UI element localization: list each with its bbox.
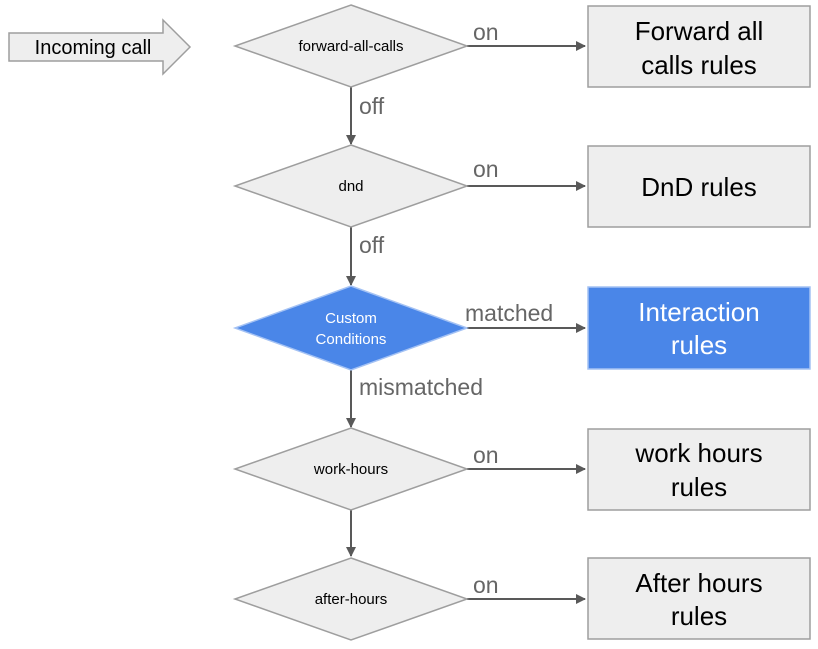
decision-label: work-hours (313, 461, 388, 478)
edge-label-after-on: on (473, 572, 499, 598)
edge-label-custom-mismatched: mismatched (359, 374, 483, 400)
decision-diamond (232, 144, 470, 228)
outcome-work-hours-rules: work hours rules (587, 428, 811, 511)
edge-labels: on off on off matched mismatched on on (359, 19, 553, 598)
decision-label-line-2: Conditions (316, 331, 387, 348)
edge-label-dnd-on: on (473, 156, 499, 182)
outcome-label-line-2: rules (671, 601, 727, 631)
decision-diamond (232, 4, 470, 88)
outcome-label: DnD rules (641, 172, 757, 202)
edge-label-custom-matched: matched (465, 300, 553, 326)
decision-after-hours: after-hours (232, 557, 470, 641)
decision-forward-all-calls: forward-all-calls (232, 4, 470, 88)
connectors (346, 41, 586, 604)
outcome-label-line-1: Interaction (638, 297, 759, 327)
decision-diamond (232, 557, 470, 641)
outcome-box (587, 557, 811, 640)
edge-label-forward-off: off (359, 93, 385, 119)
start-node: Incoming call (8, 18, 192, 76)
outcome-label-line-2: rules (671, 330, 727, 360)
decision-label-line-1: Custom (325, 310, 377, 327)
edge-label-forward-on: on (473, 19, 499, 45)
decision-label: after-hours (315, 591, 388, 608)
start-label: Incoming call (35, 37, 152, 59)
start-arrow-shape (8, 18, 192, 76)
decision-diamond-highlighted (232, 285, 470, 371)
outcome-label-line-1: Forward all (635, 16, 764, 46)
decision-custom-conditions: Custom Conditions (232, 285, 470, 371)
edge-label-dnd-off: off (359, 232, 385, 258)
outcome-label-line-1: work hours (634, 438, 762, 468)
decision-diamond (232, 427, 470, 511)
outcome-after-hours-rules: After hours rules (587, 557, 811, 640)
outcome-box (587, 145, 811, 228)
outcome-label-line-2: rules (671, 472, 727, 502)
outcome-box (587, 5, 811, 88)
outcome-dnd-rules: DnD rules (587, 145, 811, 228)
outcome-box-highlighted (587, 286, 811, 370)
outcome-interaction-rules: Interaction rules (587, 286, 811, 370)
decision-label: dnd (338, 178, 363, 195)
decision-work-hours: work-hours (232, 427, 470, 511)
outcome-box (587, 428, 811, 511)
outcome-label-line-2: calls rules (641, 50, 757, 80)
outcome-label-line-1: After hours (635, 568, 762, 598)
decision-dnd: dnd (232, 144, 470, 228)
outcome-forward-rules: Forward all calls rules (587, 5, 811, 88)
decision-label: forward-all-calls (298, 38, 403, 55)
edge-label-work-on: on (473, 442, 499, 468)
